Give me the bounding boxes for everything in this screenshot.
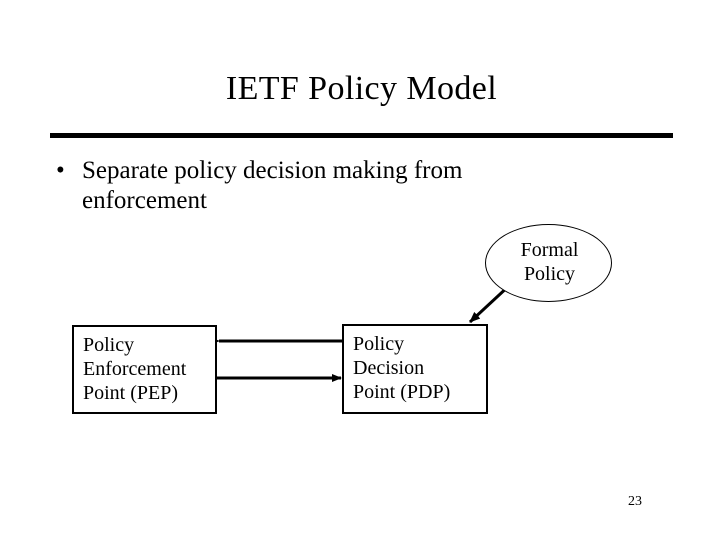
node-pep-label: Policy Enforcement Point (PEP)	[83, 333, 186, 405]
node-pep-label-line-3: Point (PEP)	[83, 382, 179, 404]
node-formal-policy-label-line-2: Policy	[523, 263, 576, 285]
title-divider	[50, 133, 673, 138]
node-formal-policy-label-line-1: Formal	[520, 239, 579, 261]
bullet-item-label: Separate policy decision making from enf…	[82, 157, 463, 214]
node-pep-label-line-2: Enforcement	[83, 358, 187, 380]
bullet-list: • Separate policy decision making from e…	[52, 156, 652, 216]
node-pdp-label-line-2: Decision	[353, 357, 425, 379]
node-pdp-label-line-3: Point (PDP)	[353, 381, 451, 403]
list-item: • Separate policy decision making from e…	[52, 156, 652, 216]
node-formal-policy: Formal Policy	[485, 224, 612, 302]
node-pdp-label-line-1: Policy	[353, 333, 405, 355]
node-formal-policy-label: Formal Policy	[486, 238, 613, 286]
page-title: IETF Policy Model	[225, 70, 498, 107]
node-pep-label-line-1: Policy	[83, 334, 135, 356]
node-policy-decision-point: Policy Decision Point (PDP)	[342, 324, 488, 414]
node-pdp-label: Policy Decision Point (PDP)	[353, 332, 450, 404]
bullet-point-icon: •	[56, 157, 65, 184]
node-policy-enforcement-point: Policy Enforcement Point (PEP)	[72, 325, 217, 414]
page-number: 23	[628, 494, 642, 509]
